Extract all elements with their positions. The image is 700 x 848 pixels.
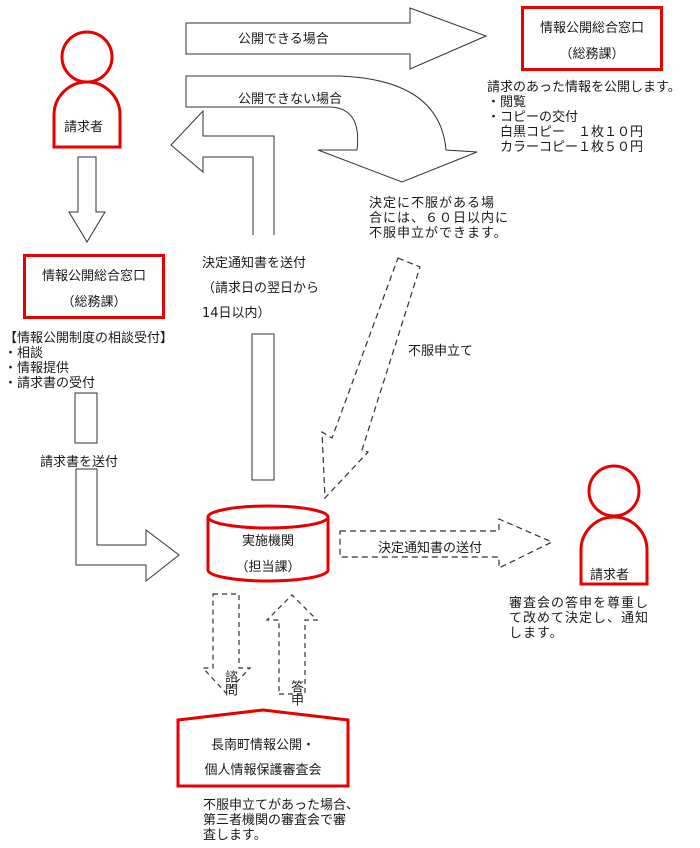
consultation-line: 【情報公開制度の相談受付】 bbox=[4, 331, 174, 346]
review-board-line1: 長南町情報公開・ bbox=[210, 738, 315, 753]
consultation-info: 【情報公開制度の相談受付】 ・相談 ・情報提供 ・請求書の受付 bbox=[4, 331, 173, 391]
disclosure-info: 請求のあった情報を公開します。 ・閲覧 ・コピーの交付 白黒コピー １枚１０円 … bbox=[487, 80, 681, 155]
label-objection: 不服申立て bbox=[408, 344, 474, 359]
review-info: 不服申立てがあった場合、 第三者機関の審査会で審 査します。 bbox=[203, 798, 359, 843]
disclosure-line: 請求のあった情報を公開します。 bbox=[487, 80, 681, 95]
disclosure-line: 白黒コピー １枚１０円 bbox=[487, 125, 644, 140]
review-board-line2: 個人情報保護審査会 bbox=[204, 763, 322, 778]
agency-cylinder bbox=[206, 504, 330, 583]
arrow-inquiry bbox=[201, 593, 252, 694]
consultation-line: ・相談 bbox=[4, 346, 44, 361]
requester-top-head bbox=[60, 30, 114, 84]
label-send-decision-notice-period: （請求日の翌日から bbox=[202, 281, 320, 296]
requester-right-figure bbox=[579, 464, 649, 586]
arrow-send-request bbox=[75, 468, 180, 583]
label-inquiry: 諮問 bbox=[218, 626, 237, 718]
review-line: 不服申立てがあった場合、 bbox=[203, 798, 360, 813]
label-send-request: 請求書を送付 bbox=[40, 455, 119, 470]
window-top-title: 情報公開総合窓口 bbox=[539, 21, 644, 36]
agency-title: 実施機関 bbox=[241, 534, 294, 549]
requester-top-label: 請求者 bbox=[64, 120, 104, 135]
window-left-title: 情報公開総合窓口 bbox=[41, 269, 146, 284]
arrow-can-disclose bbox=[185, 7, 488, 70]
requester-right-head bbox=[587, 464, 641, 518]
objection-line: 決定に不服がある場 bbox=[369, 196, 496, 211]
arrow-final-notice bbox=[339, 518, 554, 569]
final-decision-line: て改めて決定し、通知 bbox=[509, 611, 650, 626]
disclosure-line: ・閲覧 bbox=[487, 95, 527, 110]
window-left-subtitle: （総務課） bbox=[61, 295, 127, 310]
label-final-notice: 決定通知書の送付 bbox=[378, 541, 483, 556]
label-reply: 答申 bbox=[284, 636, 303, 728]
requester-right-label: 請求者 bbox=[590, 568, 630, 583]
review-line: 第三者機関の審査会で審 bbox=[203, 813, 347, 828]
label-cannot-disclose: 公開できない場合 bbox=[238, 92, 343, 107]
window-top-box: 情報公開総合窓口 （総務課） bbox=[521, 6, 663, 71]
objection-line: 不服申立ができます。 bbox=[369, 226, 508, 241]
review-line: 査します。 bbox=[203, 828, 267, 843]
requester-right-body bbox=[579, 515, 649, 586]
label-reply-text: 答申 bbox=[288, 680, 303, 706]
objection-info: 決定に不服がある場 合には、６０日以内に 不服申立ができます。 bbox=[369, 196, 509, 241]
label-can-disclose: 公開できる場合 bbox=[238, 32, 329, 47]
final-decision-line: します。 bbox=[509, 626, 564, 641]
consultation-line: ・情報提供 bbox=[4, 361, 70, 376]
label-send-decision-notice: 決定通知書を送付 bbox=[202, 256, 307, 271]
window-top-subtitle: （総務課） bbox=[559, 47, 625, 62]
final-decision-info: 審査会の答申を尊重し て改めて決定し、通知 します。 bbox=[509, 596, 649, 641]
arrow-back-to-requester bbox=[170, 109, 275, 235]
consultation-line: ・請求書の受付 bbox=[4, 376, 96, 391]
arrow-cannot-disclose bbox=[185, 75, 478, 183]
label-inquiry-text: 諮問 bbox=[222, 670, 237, 696]
arrow-reply bbox=[265, 594, 319, 695]
objection-line: 合には、６０日以内に bbox=[369, 211, 510, 226]
arrow-shaft-notice bbox=[251, 333, 275, 481]
arrow-objection bbox=[321, 257, 421, 500]
agency-subtitle: （担当課） bbox=[235, 560, 301, 575]
disclosure-line: カラーコピー１枚５０円 bbox=[487, 140, 644, 155]
requester-top-figure bbox=[52, 30, 122, 149]
disclosure-line: ・コピーの交付 bbox=[487, 110, 579, 125]
arrow-shaft-request bbox=[74, 392, 98, 444]
requester-top-body bbox=[52, 80, 122, 149]
final-decision-line: 審査会の答申を尊重し bbox=[509, 596, 650, 611]
window-left-box: 情報公開総合窓口 （総務課） bbox=[23, 254, 165, 319]
arrow-down-to-window bbox=[68, 156, 106, 243]
review-board-shape bbox=[176, 708, 350, 788]
label-send-decision-notice-days: 14日以内） bbox=[202, 306, 271, 321]
